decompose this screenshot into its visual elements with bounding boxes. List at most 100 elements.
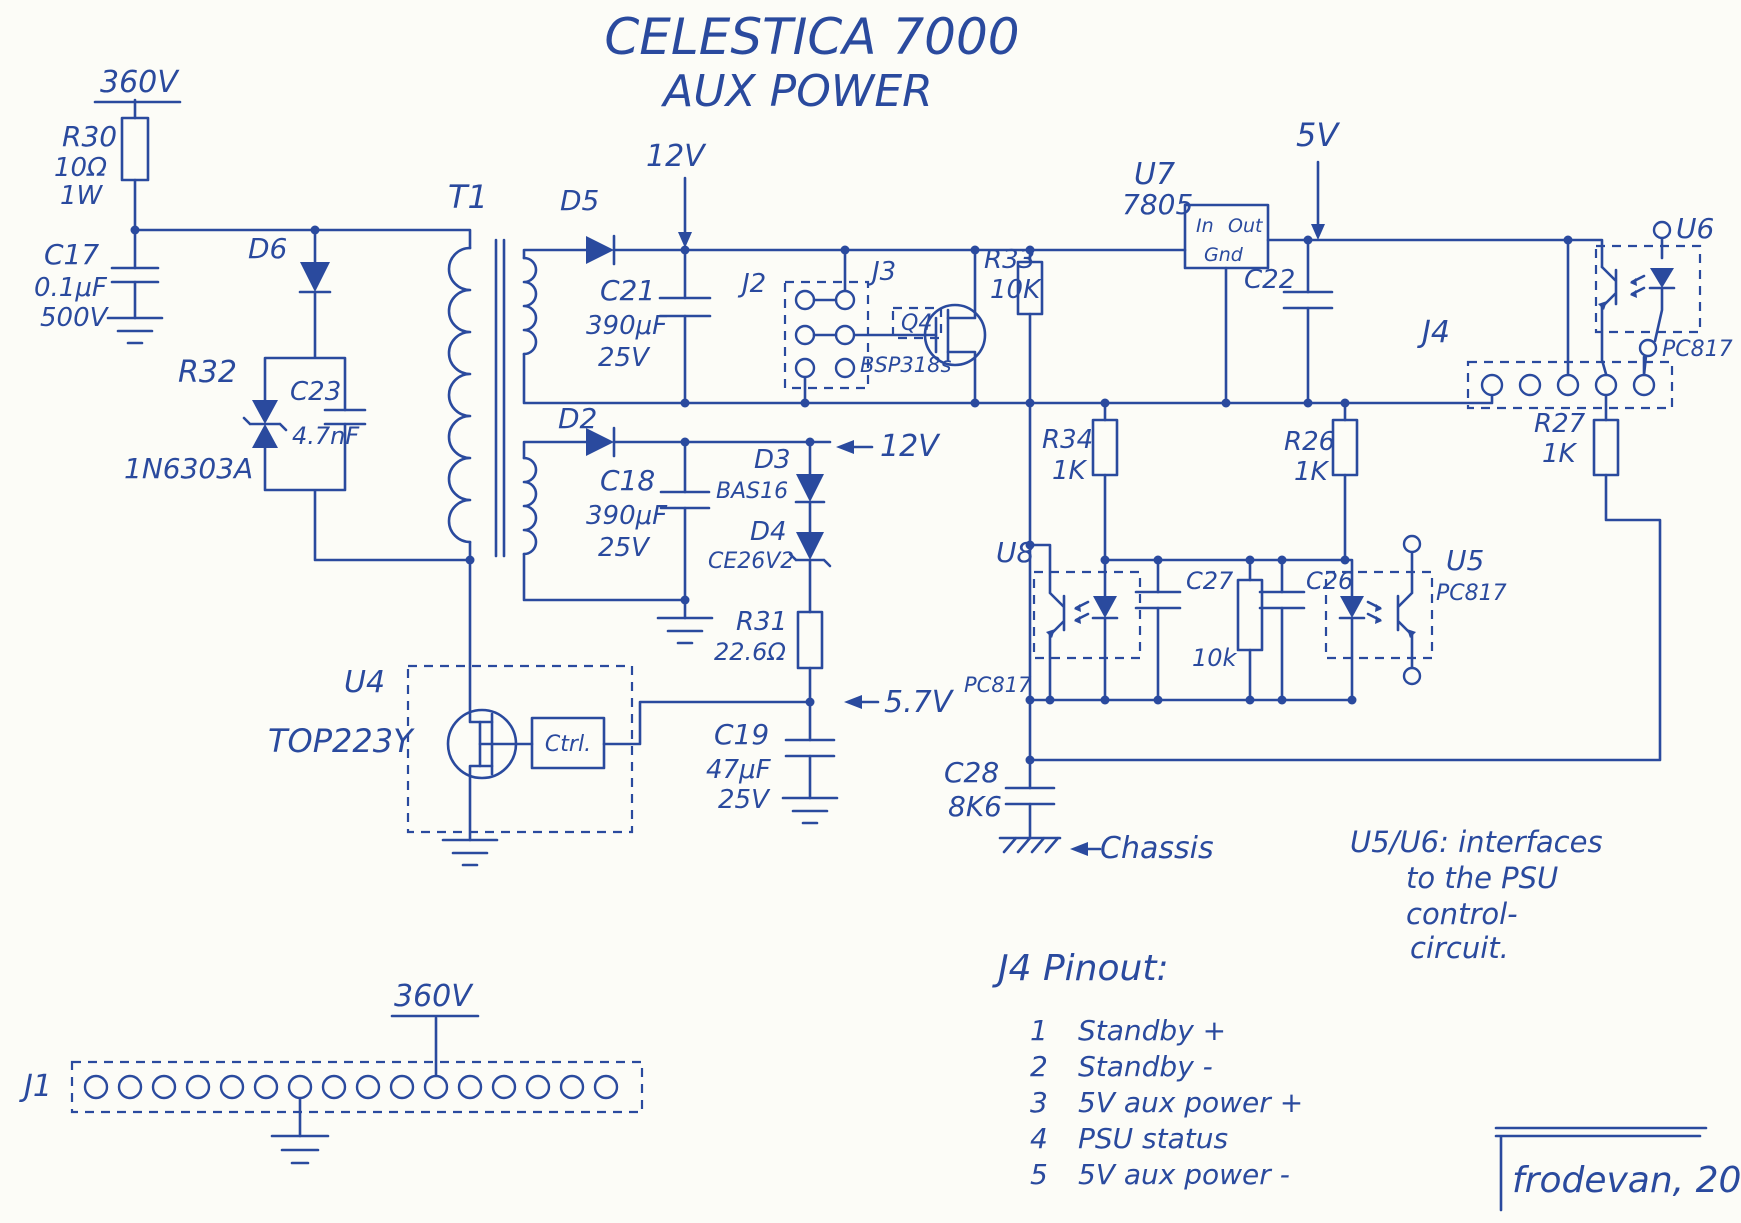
r27-value-label: 1K — [1542, 439, 1578, 469]
c23-value-label: 4.7nF — [292, 422, 360, 450]
capacitor-c21 — [658, 296, 712, 318]
pinout-5-pin: 5 — [1030, 1158, 1048, 1191]
net-label-12v-top: 12V — [646, 139, 707, 174]
j3-ref-label: J3 — [867, 257, 896, 287]
j2-ref-label: J2 — [737, 269, 766, 299]
transformer-t1 — [447, 238, 538, 558]
u5-led — [1340, 596, 1364, 618]
ground-symbol — [441, 838, 499, 867]
resistor-r26 — [1331, 418, 1359, 477]
resistor-r33 — [1016, 260, 1044, 316]
pinout-title: J4 Pinout: — [992, 948, 1169, 989]
note-line4: circuit. — [1410, 931, 1509, 965]
u6-ref-label: U6 — [1676, 212, 1714, 245]
j1-ref-label: J1 — [19, 1069, 52, 1104]
capacitor-c17 — [106, 266, 164, 345]
r30-value-label: 10Ω — [54, 153, 107, 183]
net-label-12v-mid: 12V — [880, 429, 941, 464]
ground-symbol — [656, 616, 714, 645]
capacitor-c23 — [323, 408, 367, 426]
c21-rating-label: 25V — [598, 343, 651, 373]
c18-rating-label: 25V — [598, 533, 651, 563]
u6-terminal-bottom — [1638, 338, 1658, 358]
d3-ref-label: D3 — [754, 445, 791, 475]
optocoupler-u8 — [1032, 570, 1142, 660]
diode-d6 — [298, 262, 332, 294]
c17-value-label: 0.1μF — [34, 273, 108, 303]
capacitor-c22 — [1282, 290, 1334, 310]
d2-ref-label: D2 — [558, 402, 597, 435]
d4-ref-label: D4 — [750, 517, 787, 547]
arrow-left-12v-mid — [836, 440, 854, 454]
title-line2: AUX POWER — [660, 66, 932, 117]
r26-value-label: 1K — [1294, 457, 1330, 487]
u4-part-label: TOP223Y — [268, 722, 415, 760]
c17-rating-label: 500V — [40, 303, 110, 333]
primary-winding — [447, 246, 472, 544]
resistor-r30 — [120, 116, 150, 182]
pinout-2-pin: 2 — [1030, 1050, 1048, 1083]
net-label-360v-bottom: 360V — [394, 979, 474, 1014]
pinout-3-pin: 3 — [1030, 1086, 1048, 1119]
u7-pin-out-label: Out — [1228, 215, 1264, 237]
u5-ref-label: U5 — [1446, 544, 1484, 577]
u5-terminal-bottom — [1402, 666, 1422, 686]
jumper-block-j2-j3 — [783, 280, 870, 390]
u6-transistor — [1600, 265, 1618, 309]
arrow-left-5-7v — [844, 695, 862, 709]
r27-ref-label: R27 — [1534, 409, 1586, 439]
note-line3: control- — [1406, 897, 1518, 931]
d3-part-label: BAS16 — [716, 479, 788, 504]
c18-ref-label: C18 — [600, 464, 655, 497]
d6-ref-label: D6 — [248, 232, 287, 265]
zener-d4 — [788, 532, 832, 568]
diode-d2 — [586, 426, 616, 458]
r34-value-label: 1K — [1052, 456, 1088, 486]
arrow-left-chassis — [1070, 842, 1088, 856]
c18-value-label: 390μF — [586, 501, 668, 531]
u8-transistor — [1048, 591, 1066, 637]
r34-ref-label: R34 — [1042, 425, 1093, 455]
u8-part-label: PC817 — [964, 673, 1032, 697]
r26-ref-label: R26 — [1284, 427, 1335, 457]
c23-ref-label: C23 — [290, 377, 341, 407]
u5-transistor — [1396, 591, 1414, 637]
c22-ref-label: C22 — [1244, 265, 1295, 295]
controller-u4 — [406, 664, 634, 867]
c19-value-label: 47μF — [706, 755, 772, 785]
regulator-u7 — [1183, 203, 1270, 270]
connector-j1 — [70, 1060, 644, 1165]
ground-symbol — [270, 1134, 330, 1165]
r10k-value-label: 10k — [1192, 644, 1238, 672]
pinout-1-pin: 1 — [1030, 1014, 1048, 1047]
pinout-2-desc: Standby - — [1078, 1050, 1213, 1083]
resistor-10k — [1236, 578, 1264, 652]
c21-ref-label: C21 — [600, 274, 655, 307]
u7-part-label: 7805 — [1122, 188, 1193, 221]
capacitor-c19 — [781, 738, 839, 825]
capacitor-c18 — [656, 490, 714, 645]
capacitor-c28 — [998, 786, 1062, 854]
c26-ref-label: C26 — [1306, 567, 1353, 595]
pinout-4-desc: PSU status — [1078, 1122, 1228, 1155]
junction-dots — [130, 225, 1573, 765]
net-arrows — [678, 224, 1325, 856]
u4-ref-label: U4 — [344, 665, 385, 700]
wires — [93, 98, 1664, 1138]
r33-value-label: 10K — [990, 275, 1042, 305]
ground-symbol — [106, 316, 164, 345]
u4-ctrl-label: Ctrl. — [545, 732, 591, 757]
r30-power-label: 1W — [60, 181, 104, 211]
u8-ref-label: U8 — [996, 536, 1034, 569]
resistor-r31 — [796, 610, 824, 670]
u5-terminal-top — [1402, 534, 1422, 554]
q4-part-label: BSP318s — [860, 353, 951, 377]
c17-ref-label: C17 — [44, 238, 99, 271]
u5-part-label: PC817 — [1436, 581, 1507, 606]
t1-ref-label: T1 — [448, 178, 488, 216]
signature-frame — [1494, 1126, 1708, 1212]
ground-symbol — [781, 796, 839, 825]
pinout-1-desc: Standby + — [1078, 1014, 1226, 1047]
